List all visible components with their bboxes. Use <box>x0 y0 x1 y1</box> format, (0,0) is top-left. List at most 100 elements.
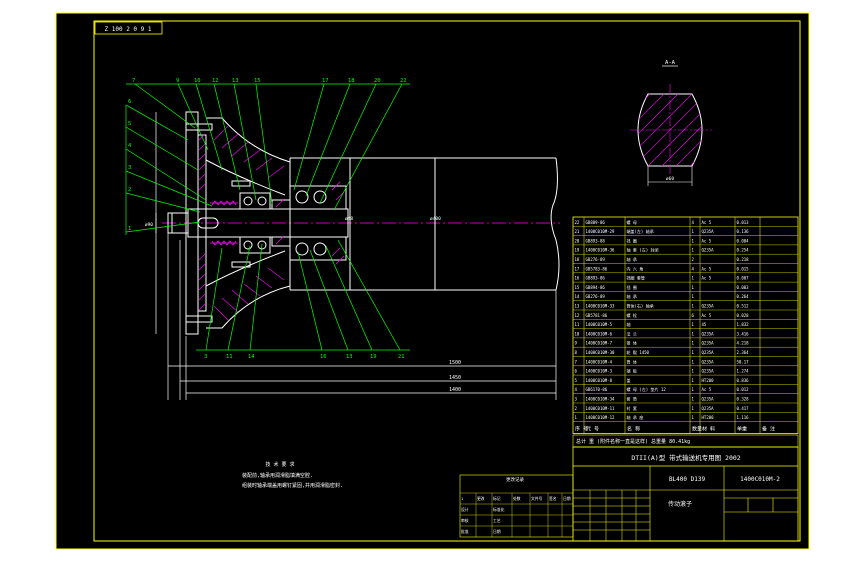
parts-cell: 轮 毂 1450 <box>627 349 650 355</box>
parts-cell: 58.17 <box>737 359 750 364</box>
parts-cell: 11 <box>575 322 580 327</box>
dim-label-left: ø90 <box>145 222 153 228</box>
parts-cell: 轴 <box>627 321 631 327</box>
revision-cell: 日期 <box>493 529 501 534</box>
parts-cell: 衬 套 <box>627 405 637 411</box>
title-series: DTII(A)型 带式输送机专用图 2002 <box>631 453 740 462</box>
parts-cell: 2 <box>575 406 578 411</box>
parts-cell: 9 <box>575 341 578 346</box>
dim-label-right: ø400 <box>430 216 441 222</box>
svg-text:9: 9 <box>176 78 179 84</box>
parts-cell: 0.007 <box>737 276 750 281</box>
parts-cell: 筒体(右) 轴承 <box>627 303 654 309</box>
parts-cell: 15 <box>575 285 580 290</box>
revision-cell: 批准 <box>461 529 469 534</box>
revision-cell: 审核 <box>461 518 469 523</box>
parts-cell: Q235A <box>702 331 715 336</box>
outer-frame <box>55 12 810 550</box>
parts-cell: 2 <box>692 257 695 262</box>
parts-cell: 1 <box>692 369 695 374</box>
parts-cell: 筒 体 <box>627 358 637 364</box>
parts-cell: 内 六 角 <box>627 265 644 271</box>
parts-cell: 1 <box>692 229 695 234</box>
cone-hatch <box>213 125 285 321</box>
parts-cell: GB889-86 <box>586 220 606 225</box>
parts-cell: 14 <box>575 294 580 299</box>
svg-text:3: 3 <box>128 165 131 171</box>
callout-numbers-left: 6 5 4 3 2 1 <box>128 99 132 232</box>
parts-cell: 轴 套 (左) 封闭 <box>627 247 659 253</box>
parts-cell: 1 <box>692 322 695 327</box>
parts-cell: 0.028 <box>737 313 750 318</box>
revision-cell: 1 <box>461 496 464 501</box>
parts-cell: 10 <box>575 331 580 336</box>
parts-cell: 0.012 <box>737 387 750 392</box>
parts-cell: 1 <box>692 285 695 290</box>
parts-cell: 16 <box>575 276 580 281</box>
parts-cell: 1400C010M-29 <box>586 229 615 234</box>
parts-cell: 45 <box>702 322 707 327</box>
svg-text:22: 22 <box>400 78 407 84</box>
parts-cell: 1400C010M-34 <box>586 397 615 402</box>
parts-header-cell: 数量 <box>692 426 702 433</box>
parts-cell: 4.218 <box>737 341 750 346</box>
parts-cell: 4 <box>692 220 695 225</box>
revision-cell: 文件号 <box>531 496 543 501</box>
parts-cell: Ac 5 <box>702 220 712 225</box>
parts-cell: HT200 <box>702 415 715 420</box>
parts-cell: 1 <box>692 387 695 392</box>
parts-cell: 1 <box>692 238 695 243</box>
parts-cell: 1 <box>692 350 695 355</box>
parts-cell: 1400C010M-4 <box>586 359 613 364</box>
parts-cell: 1 <box>692 415 695 420</box>
parts-cell: 盖 <box>627 377 631 383</box>
parts-cell: Q235A <box>702 304 715 309</box>
assembly-view: 1500 1450 1400 ø90 ø48 ø400 <box>125 78 560 400</box>
callout-numbers-top: 7 9 10 12 13 15 17 18 20 22 <box>132 78 407 84</box>
revision-cell: 工艺 <box>493 518 501 523</box>
parts-cell: 1 <box>692 341 695 346</box>
header-label-box: Z 100 2 0 9 1 <box>94 21 163 35</box>
parts-cell: 6 <box>692 313 695 318</box>
parts-cell: 轴 承 <box>627 293 637 299</box>
inner-frame <box>93 20 801 542</box>
parts-cell: Q235A <box>702 341 715 346</box>
svg-text:7: 7 <box>132 78 135 84</box>
parts-header-cell: 代 号 <box>586 426 599 433</box>
parts-totals-text: 总计 重 (附件名称一直是这样) 总重量 80.41kg <box>576 438 690 445</box>
parts-cell: 挡 圈 <box>627 284 637 290</box>
parts-header-cell: 单重 <box>737 426 747 433</box>
parts-cell: 1400C010M-6 <box>586 331 613 336</box>
parts-cell: GB5783-86 <box>586 266 608 271</box>
parts-cell: 2.364 <box>737 350 750 355</box>
parts-cell: 3 <box>575 397 578 402</box>
parts-cell: 1 <box>575 415 578 420</box>
tech-notes-line-2: 组装时轴承端盖用螺钉紧固,并用润滑脂密封. <box>242 482 343 489</box>
parts-cell: 轴 承 <box>627 256 637 262</box>
parts-cell: 1 <box>692 397 695 402</box>
parts-cell: Q235A <box>702 350 715 355</box>
seal-pack <box>210 200 238 246</box>
parts-cell: GB276-89 <box>586 257 606 262</box>
svg-text:18: 18 <box>348 78 355 84</box>
svg-text:21: 21 <box>398 354 405 360</box>
svg-text:15: 15 <box>254 78 261 84</box>
parts-cell: 螺 母 (左) 垫片 12 <box>627 386 667 392</box>
parts-cell: 1400C010M-7 <box>586 341 613 346</box>
parts-cell: 挡 圈 <box>627 237 637 243</box>
svg-text:4: 4 <box>128 143 132 149</box>
parts-cell: 1400C010M-36 <box>586 248 615 253</box>
parts-cell: Q235A <box>702 397 715 402</box>
parts-cell: Ac 5 <box>702 266 712 271</box>
title-drawing-no: BL400 D139 <box>669 476 706 483</box>
parts-cell: 0.836 <box>737 378 750 383</box>
title-code: 1400C010M-2 <box>740 476 780 483</box>
parts-cell: 1.832 <box>737 322 750 327</box>
parts-cell: 0.015 <box>737 266 750 271</box>
section-label: A-A <box>665 60 676 66</box>
parts-cell: HT200 <box>702 378 715 383</box>
parts-cell: 19 <box>575 248 580 253</box>
